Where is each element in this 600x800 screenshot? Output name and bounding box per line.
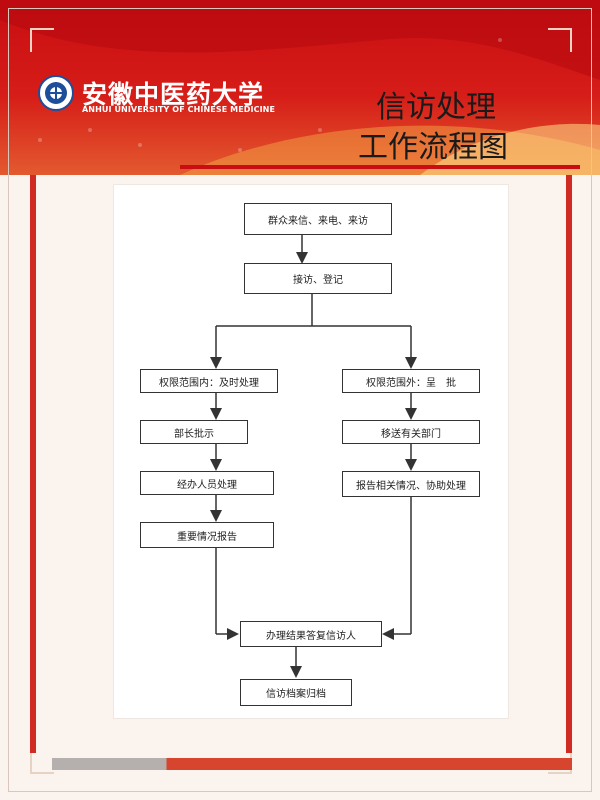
page-title-line2: 工作流程图 <box>358 130 508 165</box>
flow-box-right-step2: 移送有关部门 <box>342 420 480 444</box>
flow-box-archive: 信访档案归档 <box>240 679 352 706</box>
flow-box-left-step1: 权限范围内：及时处理 <box>140 369 278 393</box>
right-red-bar <box>566 175 572 753</box>
page-title-line1: 信访处理 <box>376 90 496 125</box>
flow-box-register: 接访、登记 <box>244 263 392 294</box>
header-decoration <box>0 0 600 175</box>
flowchart-panel: 群众来信、来电、来访 接访、登记 权限范围内：及时处理 部长批示 经办人员处理 … <box>114 185 508 718</box>
flow-connectors <box>210 235 417 678</box>
flow-box-left-step3: 经办人员处理 <box>140 471 274 495</box>
page-frame <box>8 8 592 792</box>
flow-box-left-step4: 重要情况报告 <box>140 522 274 548</box>
corner-ornament-bottom-left <box>30 750 54 774</box>
corner-ornament-top-left <box>30 28 54 52</box>
flow-box-right-step1: 权限范围外：呈 批 <box>342 369 480 393</box>
corner-ornament-top-right <box>548 28 572 52</box>
university-logo: 安徽中医药大学 ANHUI UNIVERSITY OF CHINESE MEDI… <box>38 75 275 115</box>
header-underline <box>180 165 580 169</box>
bottom-strip <box>52 758 572 770</box>
seal-icon <box>38 75 74 111</box>
flow-box-reply: 办理结果答复信访人 <box>240 621 382 647</box>
left-red-bar <box>30 175 36 753</box>
flow-box-start: 群众来信、来电、来访 <box>244 203 392 235</box>
flow-box-left-step2: 部长批示 <box>140 420 248 444</box>
university-name-en: ANHUI UNIVERSITY OF CHINESE MEDICINE <box>82 105 276 114</box>
flow-box-right-step3: 报告相关情况、协助处理 <box>342 471 480 497</box>
university-name-cn: 安徽中医药大学 <box>82 80 265 109</box>
